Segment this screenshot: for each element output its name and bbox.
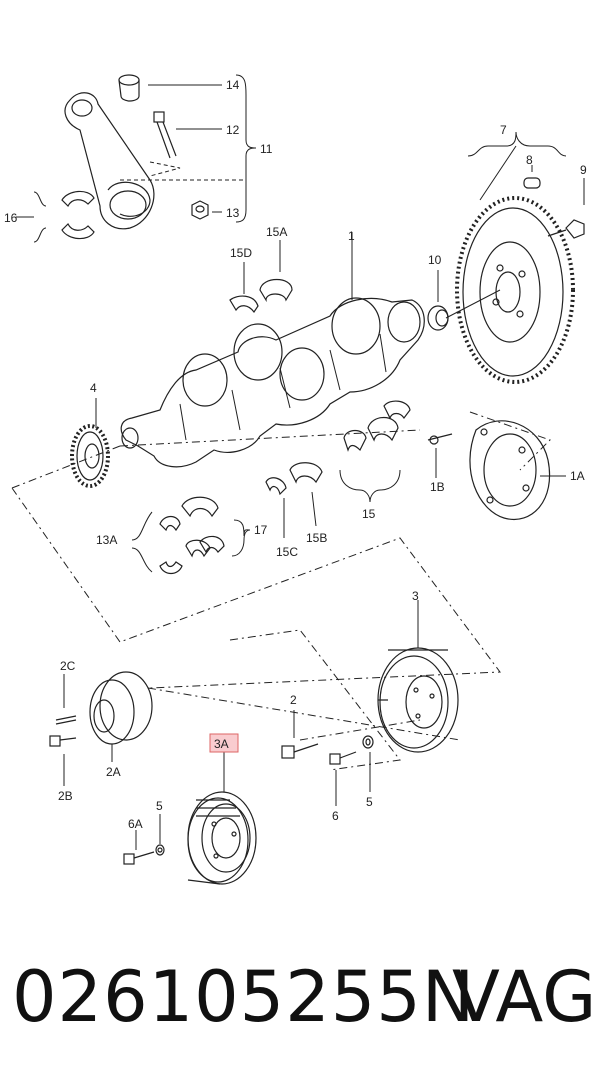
callout-13A: 13A — [96, 533, 117, 547]
conrod-bearing-shells — [16, 190, 95, 243]
callout-4: 4 — [90, 381, 97, 395]
callout-15D: 15D — [230, 246, 252, 260]
callout-1: 1 — [348, 229, 355, 243]
dowel-pin — [523, 177, 541, 189]
callout-3A: 3A — [214, 737, 229, 751]
crankshaft-hub — [89, 671, 153, 745]
callout-8: 8 — [526, 153, 533, 167]
vibration-damper — [377, 647, 459, 753]
bearing-set — [131, 496, 251, 575]
callout-15: 15 — [362, 507, 376, 521]
damper-bolt — [281, 743, 319, 759]
callout-11: 11 — [260, 142, 273, 156]
callout-5-upper: 5 — [366, 795, 373, 809]
callout-14: 14 — [226, 78, 240, 92]
callout-9: 9 — [580, 163, 587, 177]
part-number: 026105255N — [12, 956, 476, 1038]
callout-2C: 2C — [60, 659, 76, 673]
washer — [155, 735, 374, 856]
main-bearing-upper — [229, 278, 293, 314]
callout-6: 6 — [332, 809, 339, 823]
callout-12: 12 — [226, 123, 240, 137]
pulley-screw — [123, 851, 155, 865]
small-end-bush — [118, 74, 140, 102]
needle-bearing — [427, 305, 449, 331]
main-bearing-lower — [265, 400, 411, 496]
callout-2A: 2A — [106, 765, 121, 779]
callout-labels: 14 12 11 13 16 7 8 9 15A 15D 1 10 4 1B 1… — [4, 78, 587, 831]
callout-1B: 1B — [430, 480, 445, 494]
hub-bolt — [49, 735, 77, 747]
callout-5-lower: 5 — [156, 799, 163, 813]
callout-15B: 15B — [306, 531, 327, 545]
callout-3: 3 — [412, 589, 419, 603]
crankshaft-sprocket — [70, 424, 110, 488]
highlight-box — [209, 733, 239, 753]
sealing-flange — [469, 420, 551, 520]
pulley-bolt — [329, 751, 357, 765]
hub-stud — [55, 715, 77, 725]
flywheel-bolt — [547, 219, 585, 239]
callout-7: 7 — [500, 123, 507, 137]
callout-13: 13 — [226, 206, 240, 220]
connecting-rod — [64, 92, 155, 230]
callout-15C: 15C — [276, 545, 298, 559]
callout-17: 17 — [254, 523, 268, 537]
callout-16: 16 — [4, 211, 18, 225]
callout-2B: 2B — [58, 789, 73, 803]
rod-nut — [191, 200, 209, 220]
crankshaft — [120, 297, 425, 468]
callout-10: 10 — [428, 253, 442, 267]
parts-diagram: 14 12 11 13 16 7 8 9 15A 15D 1 10 4 1B 1… — [4, 74, 587, 885]
belt-pulley — [187, 791, 257, 885]
callout-1A: 1A — [570, 469, 585, 483]
rod-bolt — [153, 111, 177, 159]
callout-2: 2 — [290, 693, 297, 707]
brand-name: VAG — [452, 956, 597, 1038]
callout-6A: 6A — [128, 817, 143, 831]
callout-15A: 15A — [266, 225, 287, 239]
flange-bolt — [427, 433, 453, 445]
drive-plate — [455, 196, 575, 384]
